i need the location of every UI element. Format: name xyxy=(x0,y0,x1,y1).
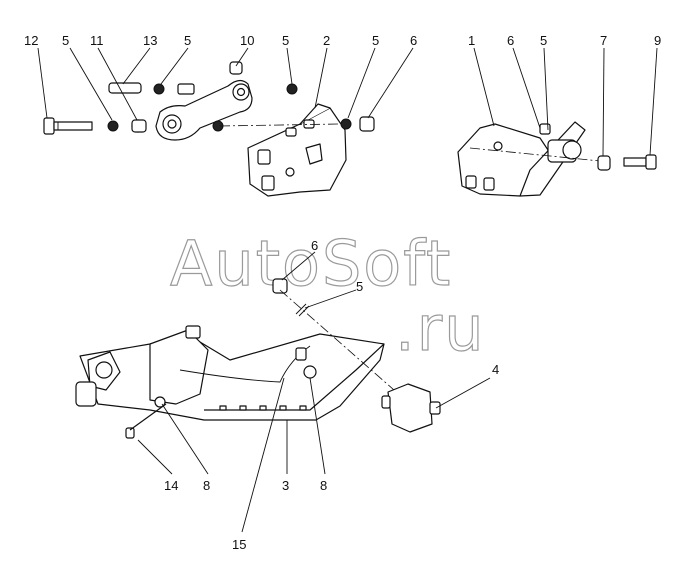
callout-5-f: 5 xyxy=(356,279,363,294)
callout-10: 10 xyxy=(240,33,254,48)
axis-line-bottom xyxy=(279,289,411,405)
bracket-2 xyxy=(247,103,347,197)
callout-6-a: 6 xyxy=(410,33,417,48)
callout-8-a: 8 xyxy=(203,478,210,493)
axis-line-top-right xyxy=(469,147,611,163)
callout-5-c: 5 xyxy=(282,33,289,48)
watermark: AutoSoft .ru xyxy=(169,226,486,365)
link-10 xyxy=(155,61,253,141)
callout-5-e: 5 xyxy=(540,33,547,48)
callout-7: 7 xyxy=(600,33,607,48)
axis-line-top-left xyxy=(219,123,341,127)
callout-1: 1 xyxy=(468,33,475,48)
callout-11: 11 xyxy=(90,33,104,48)
callout-4: 4 xyxy=(492,362,499,377)
callout-14: 14 xyxy=(164,478,178,493)
nut-6-and-washer-5-bottom xyxy=(272,278,310,317)
nut-7-bolt-9 xyxy=(597,154,657,171)
nut-5-top xyxy=(286,83,298,95)
callout-5-d: 5 xyxy=(372,33,379,48)
callout-5-a: 5 xyxy=(62,33,69,48)
callout-3: 3 xyxy=(282,478,289,493)
mount-4 xyxy=(381,383,441,433)
bolt-14 xyxy=(125,403,167,439)
leader-lines xyxy=(37,47,658,533)
callout-13: 13 xyxy=(143,33,157,48)
watermark-text-autosoft: AutoSoft xyxy=(170,227,452,300)
crossmember-3 xyxy=(75,325,385,421)
watermark-text-ru: .ru xyxy=(395,292,486,365)
callout-6-c: 6 xyxy=(311,238,318,253)
callout-6-b: 6 xyxy=(507,33,514,48)
sleeve-13 xyxy=(108,82,195,95)
nut-5-upper-row xyxy=(107,119,147,133)
callout-numbers: 12 5 11 13 5 10 5 2 5 6 1 6 5 7 9 6 5 4 … xyxy=(24,33,661,552)
callout-12: 12 xyxy=(24,33,38,48)
nut-5-and-6-right xyxy=(340,116,375,132)
callout-15: 15 xyxy=(232,537,246,552)
callout-5-b: 5 xyxy=(184,33,191,48)
bracket-1 xyxy=(457,121,586,197)
callout-9: 9 xyxy=(654,33,661,48)
callout-2: 2 xyxy=(323,33,330,48)
bolt-12 xyxy=(43,117,93,135)
callout-8-b: 8 xyxy=(320,478,327,493)
